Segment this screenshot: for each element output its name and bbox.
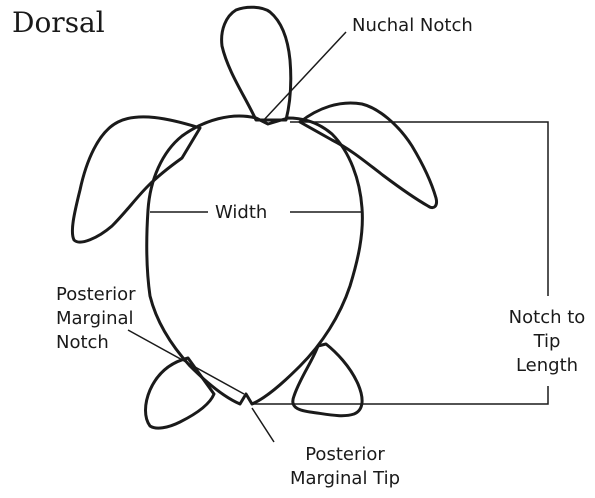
label-pmn-line3: Notch <box>56 331 136 355</box>
posterior-marginal-tip-leader <box>252 408 274 442</box>
label-notch-to-tip-length: Notch to Tip Length <box>500 306 594 378</box>
diagram-title: Dorsal <box>12 6 105 39</box>
label-pmn-line1: Posterior <box>56 283 136 307</box>
label-posterior-marginal-notch: Posterior Marginal Notch <box>56 283 136 355</box>
left-rear-flipper <box>146 358 215 428</box>
label-nttl-line3: Length <box>500 354 594 378</box>
label-nuchal-notch: Nuchal Notch <box>352 14 473 38</box>
label-nttl-line1: Notch to <box>500 306 594 330</box>
label-posterior-marginal-tip: Posterior Marginal Tip <box>270 443 420 491</box>
label-nttl-line2: Tip <box>500 330 594 354</box>
right-front-flipper <box>300 103 437 208</box>
right-rear-flipper <box>293 344 362 416</box>
nuchal-notch-leader <box>262 32 346 122</box>
notch-to-tip-bracket-top <box>290 122 548 296</box>
label-pmt-line1: Posterior <box>270 443 420 467</box>
posterior-marginal-notch-leader <box>128 330 244 394</box>
label-width: Width <box>215 201 267 225</box>
label-pmt-line2: Marginal Tip <box>270 467 420 491</box>
label-pmn-line2: Marginal <box>56 307 136 331</box>
